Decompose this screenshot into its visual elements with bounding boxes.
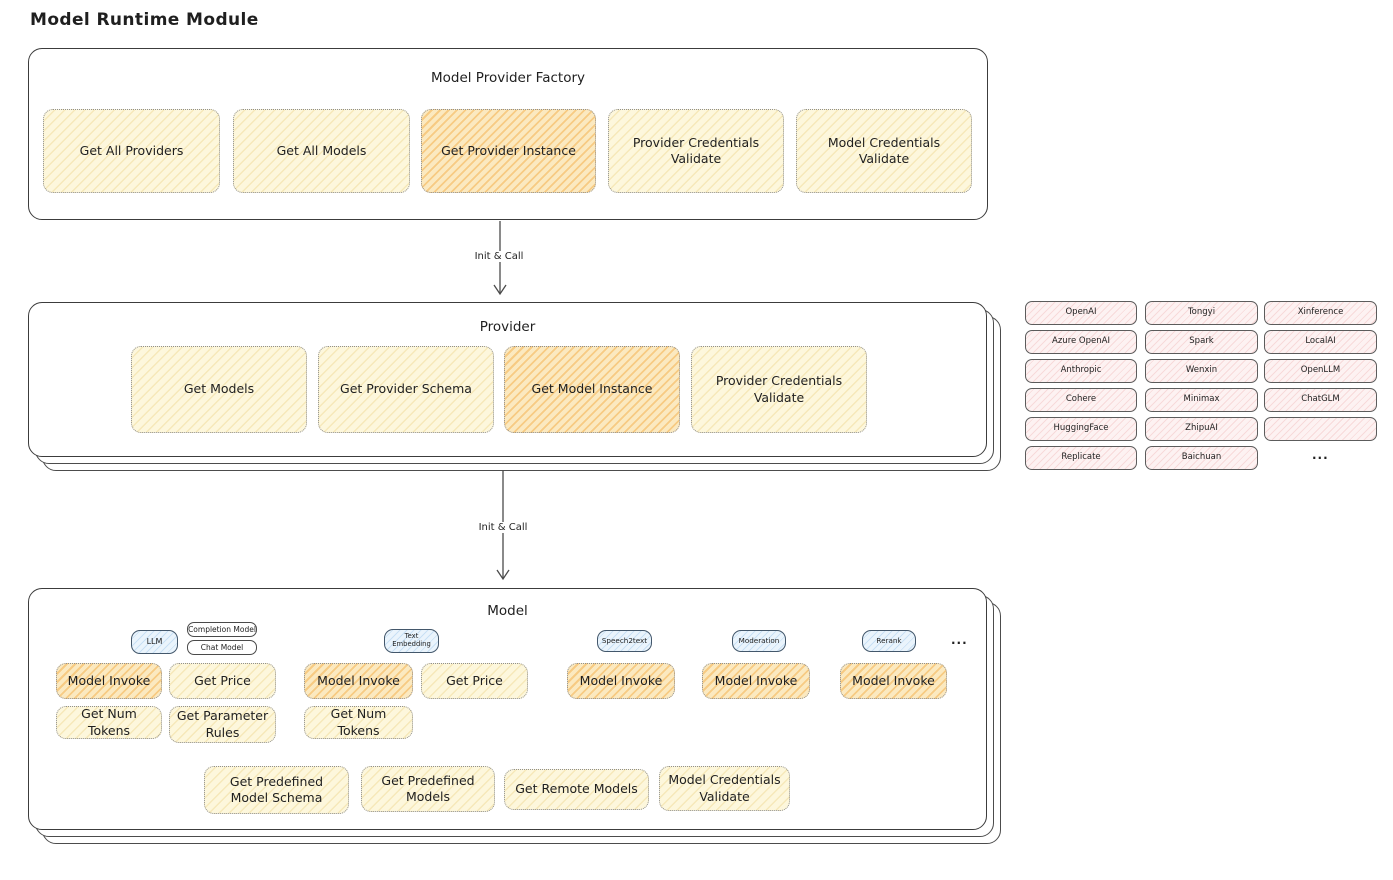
node-text-embedding-get-num-tokens[interactable]: Get Num Tokens <box>304 706 413 739</box>
tag-moderation[interactable]: Moderation <box>732 630 786 652</box>
provider-item-cohere[interactable]: Cohere <box>1025 388 1137 412</box>
node-provider-credentials-validate[interactable]: Provider Credentials Validate <box>691 346 867 433</box>
provider-item-spark[interactable]: Spark <box>1145 330 1258 354</box>
provider-item-azure-openai[interactable]: Azure OpenAI <box>1025 330 1137 354</box>
model-title: Model <box>487 603 528 619</box>
node-speech2text-model-invoke[interactable]: Model Invoke <box>567 663 675 699</box>
node-moderation-model-invoke[interactable]: Model Invoke <box>702 663 810 699</box>
model-frame: Model LLM Completion Model Chat Model Mo… <box>28 588 987 830</box>
provider-item-huggingface[interactable]: HuggingFace <box>1025 417 1137 441</box>
node-text-embedding-get-price[interactable]: Get Price <box>421 663 528 699</box>
provider-item-zhipuai[interactable]: ZhipuAI <box>1145 417 1258 441</box>
node-model-credentials-validate[interactable]: Model Credentials Validate <box>659 766 790 811</box>
factory-frame: Model Provider Factory Get All Providers… <box>28 48 988 220</box>
node-model-credentials-validate-factory[interactable]: Model Credentials Validate <box>796 109 972 193</box>
provider-frame: Provider Get Models Get Provider Schema … <box>28 302 987 457</box>
tag-chat-model[interactable]: Chat Model <box>187 640 257 655</box>
providers-more-ellipsis: ... <box>1312 448 1329 462</box>
node-get-provider-instance[interactable]: Get Provider Instance <box>421 109 596 193</box>
node-get-models[interactable]: Get Models <box>131 346 307 433</box>
init-call-label-2: Init & Call <box>474 522 532 533</box>
node-get-predefined-models[interactable]: Get Predefined Models <box>361 766 495 812</box>
provider-item-xinference[interactable]: Xinference <box>1264 301 1377 325</box>
tag-completion-model[interactable]: Completion Model <box>187 622 257 637</box>
provider-title: Provider <box>479 319 536 335</box>
provider-item-openai[interactable]: OpenAI <box>1025 301 1137 325</box>
node-llm-get-parameter-rules[interactable]: Get Parameter Rules <box>169 706 276 743</box>
node-llm-get-num-tokens[interactable]: Get Num Tokens <box>56 706 162 739</box>
node-llm-model-invoke[interactable]: Model Invoke <box>56 663 162 699</box>
node-get-remote-models[interactable]: Get Remote Models <box>504 769 649 810</box>
tag-speech2text[interactable]: Speech2text <box>597 630 652 652</box>
tag-llm[interactable]: LLM <box>131 630 178 654</box>
provider-item-chatglm[interactable]: ChatGLM <box>1264 388 1377 412</box>
node-text-embedding-model-invoke[interactable]: Model Invoke <box>304 663 413 699</box>
provider-item-anthropic[interactable]: Anthropic <box>1025 359 1137 383</box>
tag-rerank[interactable]: Rerank <box>862 630 916 652</box>
provider-item-replicate[interactable]: Replicate <box>1025 446 1137 470</box>
provider-item-tongyi[interactable]: Tongyi <box>1145 301 1258 325</box>
factory-title: Model Provider Factory <box>430 70 585 86</box>
node-get-all-models[interactable]: Get All Models <box>233 109 410 193</box>
init-call-label-1: Init & Call <box>470 251 528 262</box>
node-get-all-providers[interactable]: Get All Providers <box>43 109 220 193</box>
provider-item-openai-compatible-restful-api[interactable] <box>1264 417 1377 441</box>
provider-item-openllm[interactable]: OpenLLM <box>1264 359 1377 383</box>
provider-item-wenxin[interactable]: Wenxin <box>1145 359 1258 383</box>
model-more-ellipsis: ... <box>951 633 968 647</box>
tag-text-embedding[interactable]: Text Embedding <box>384 629 439 653</box>
node-rerank-model-invoke[interactable]: Model Invoke <box>840 663 947 699</box>
node-get-predefined-model-schema[interactable]: Get Predefined Model Schema <box>204 766 349 814</box>
provider-item-baichuan[interactable]: Baichuan <box>1145 446 1258 470</box>
node-provider-credentials-validate-factory[interactable]: Provider Credentials Validate <box>608 109 784 193</box>
node-get-provider-schema[interactable]: Get Provider Schema <box>318 346 494 433</box>
node-llm-get-price[interactable]: Get Price <box>169 663 276 699</box>
page-title: Model Runtime Module <box>30 10 259 30</box>
node-get-model-instance[interactable]: Get Model Instance <box>504 346 680 433</box>
provider-item-localai[interactable]: LocalAI <box>1264 330 1377 354</box>
provider-item-minimax[interactable]: Minimax <box>1145 388 1258 412</box>
